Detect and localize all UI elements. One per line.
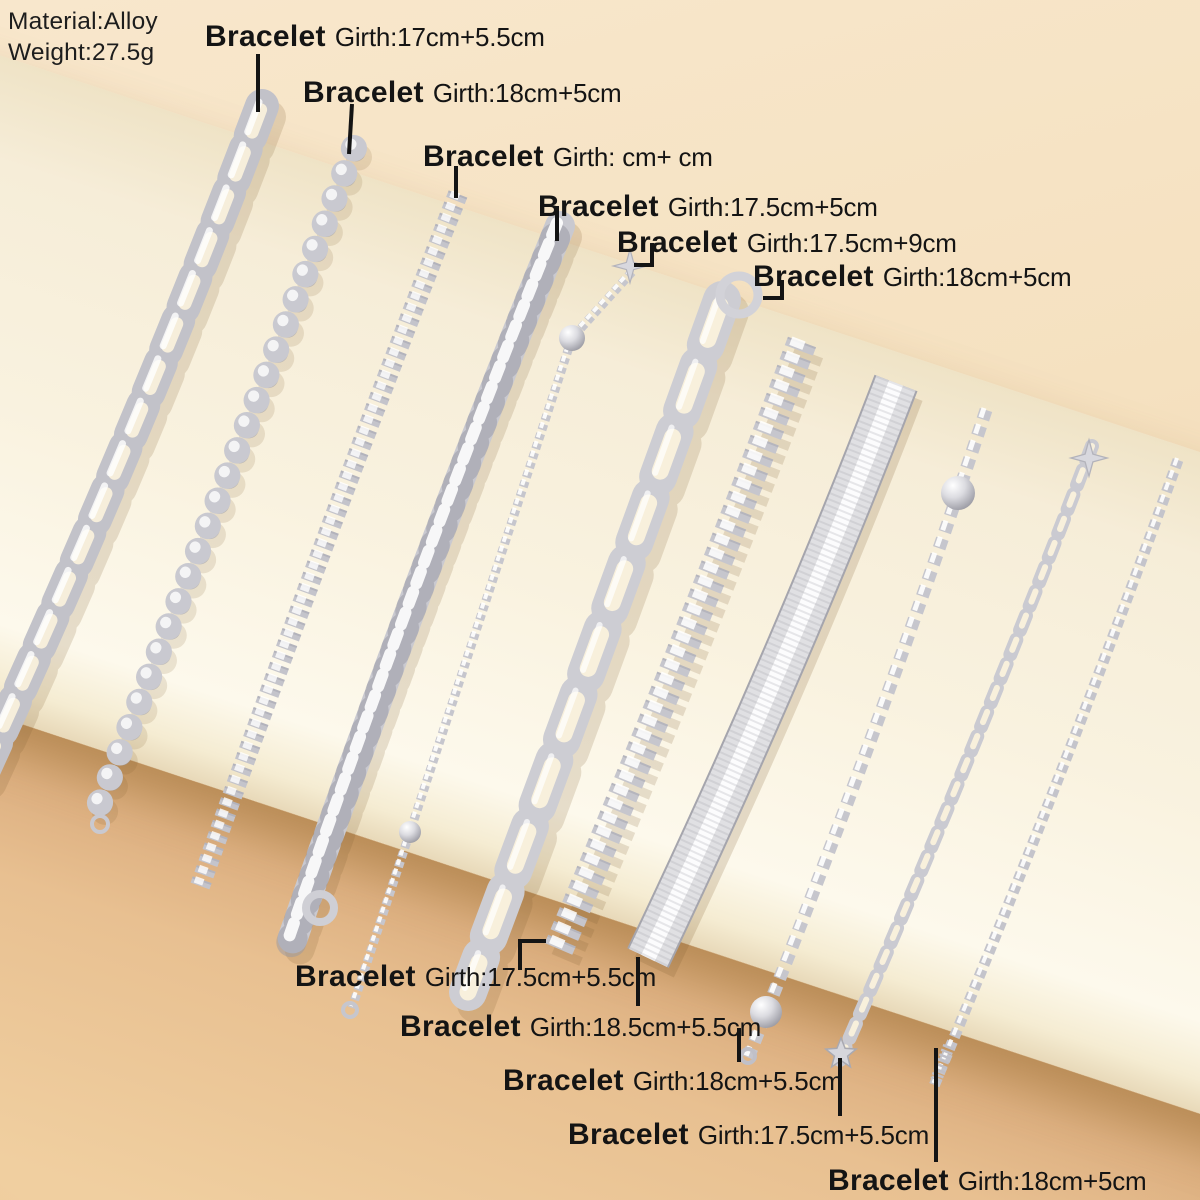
bracelet-label-8: Bracelet Girth:18.5cm+5.5cm <box>400 1010 761 1044</box>
label-title: Bracelet <box>568 1118 689 1151</box>
label-title: Bracelet <box>205 20 326 53</box>
label-girth: Girth:17cm+5.5cm <box>334 22 545 52</box>
top-hook-ring <box>715 271 763 319</box>
ball-bead <box>750 996 782 1028</box>
leader-line <box>634 243 654 267</box>
thin-curb-chain <box>928 457 1184 1089</box>
bracelet-label-6: Bracelet Girth:18cm+5cm <box>753 260 1072 294</box>
label-title: Bracelet <box>617 226 738 259</box>
spring-clasp <box>930 1043 955 1083</box>
label-title: Bracelet <box>538 190 659 223</box>
cable-chain-with-ball-beads <box>739 407 993 1065</box>
star-charm <box>1068 437 1110 479</box>
bracelet-label-3: Bracelet Girth: cm+ cm <box>423 140 713 174</box>
box-chain-large <box>544 336 824 967</box>
box-chain-small <box>190 190 468 890</box>
clasp-ring <box>90 814 110 834</box>
label-girth: Girth:18.5cm+5.5cm <box>529 1012 762 1042</box>
label-girth: Girth:17.5cm+9cm <box>746 228 957 258</box>
bracelet-label-11: Bracelet Girth:18cm+5cm <box>828 1164 1147 1198</box>
label-title: Bracelet <box>753 260 874 293</box>
label-title: Bracelet <box>423 140 544 173</box>
bracelet-label-5: Bracelet Girth:17.5cm+9cm <box>617 226 957 260</box>
label-girth: Girth: cm+ cm <box>552 142 713 172</box>
label-title: Bracelet <box>400 1010 521 1043</box>
bracelet-label-2: Bracelet Girth:18cm+5cm <box>303 76 622 110</box>
leader-line <box>763 280 784 300</box>
label-girth: Girth:18cm+5cm <box>432 78 622 108</box>
bracelet-label-9: Bracelet Girth:18cm+5.5cm <box>503 1064 843 1098</box>
ball-bead <box>559 325 585 351</box>
ball-bead <box>399 821 421 843</box>
bracelet-label-7: Bracelet Girth:17.5cm+5.5cm <box>295 960 656 994</box>
label-title: Bracelet <box>503 1064 624 1097</box>
label-girth: Girth:17.5cm+5.5cm <box>424 962 657 992</box>
label-title: Bracelet <box>303 76 424 109</box>
herringbone-snake-chain <box>627 374 923 978</box>
material-line: Material:Alloy <box>8 8 158 35</box>
label-girth: Girth:17.5cm+5.5cm <box>697 1120 930 1150</box>
label-title: Bracelet <box>828 1164 949 1197</box>
bracelet-label-4: Bracelet Girth:17.5cm+5cm <box>538 190 878 224</box>
label-girth: Girth:17.5cm+5cm <box>667 192 878 222</box>
figaro-curb-chain <box>0 89 286 801</box>
label-title: Bracelet <box>295 960 416 993</box>
leader-line <box>518 939 546 970</box>
bracelet-label-1: Bracelet Girth:17cm+5.5cm <box>205 20 545 54</box>
paperclip-link-chain <box>449 271 763 1023</box>
weight-line: Weight:27.5g <box>8 39 155 66</box>
label-girth: Girth:18cm+5.5cm <box>632 1066 843 1096</box>
clasp-ring <box>341 1001 359 1019</box>
thin-twist-chain-with-beads <box>341 246 650 1019</box>
leader-lines <box>256 54 938 1162</box>
bracelet-label-10: Bracelet Girth:17.5cm+5.5cm <box>568 1118 929 1152</box>
end-hook-ring <box>302 890 338 926</box>
leader-line <box>347 103 354 155</box>
ball-bead <box>941 476 975 510</box>
ball-bead-chain <box>81 135 372 840</box>
label-girth: Girth:18cm+5cm <box>957 1166 1147 1196</box>
rope-twist-chain <box>275 211 582 972</box>
material-info: Material:Alloy Weight:27.5g <box>8 6 158 68</box>
label-girth: Girth:18cm+5cm <box>882 262 1072 292</box>
